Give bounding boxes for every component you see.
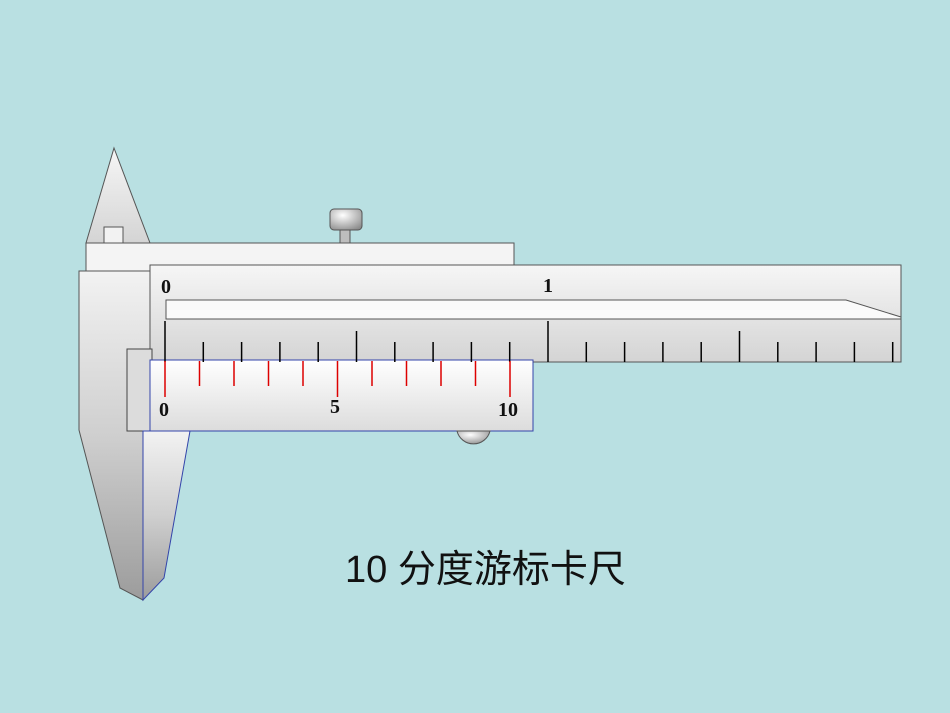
vernier-scale-label-5: 5 [330,396,340,418]
vernier-slider [149,359,534,432]
fixed-jaw-slot [126,348,153,432]
vernier-scale-label-0: 0 [159,399,169,421]
lower-movable-jaw [142,430,191,602]
upper-jaw-notch [103,226,124,244]
lower-fixed-jaw [78,270,151,601]
vernier-scale-label-10: 10 [498,399,518,421]
diagram-caption: 10 分度游标卡尺 [345,549,626,591]
depth-rod-groove [165,299,902,320]
lock-screw-icon [329,208,363,231]
main-scale [164,321,894,362]
thumb-wheel-icon [456,430,491,445]
main-scale-label-1: 1 [543,275,553,297]
vernier-scale [164,361,511,397]
main-scale-label-0: 0 [161,276,171,298]
